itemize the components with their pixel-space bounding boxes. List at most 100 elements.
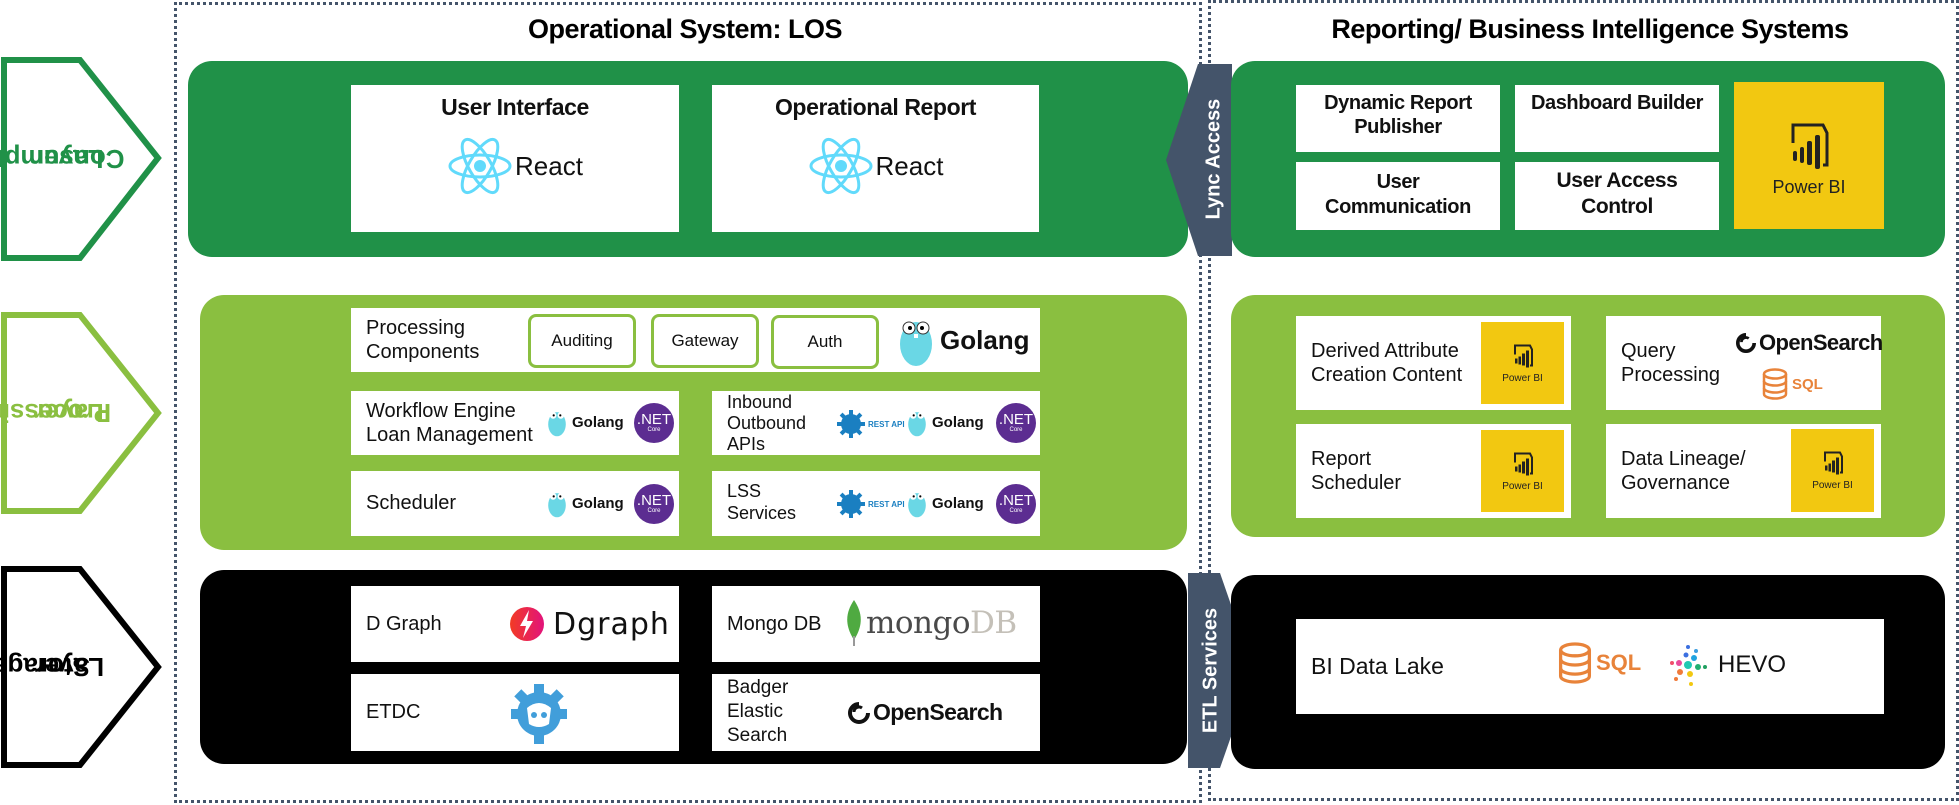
auditing-pill[interactable]: Auditing xyxy=(528,314,636,368)
powerbi-tile: Power BI xyxy=(1791,429,1874,512)
box-label-line: Scheduler xyxy=(1311,472,1402,494)
dotnet-label: .NET xyxy=(636,411,672,428)
mongodb-box[interactable]: Mongo DB mongoDB xyxy=(712,586,1040,662)
powerbi-tile[interactable]: Power BI xyxy=(1734,82,1884,229)
golang-logo: Golang xyxy=(906,403,984,441)
box-title-line: Communication xyxy=(1325,196,1471,218)
db-text: DB xyxy=(970,605,1017,641)
rest-api-logo: REST API xyxy=(836,409,905,439)
golang-label: Golang xyxy=(572,413,624,431)
golang-label: Golang xyxy=(572,494,624,512)
box-label-line: Workflow Engine xyxy=(366,400,516,422)
gear-icon xyxy=(837,490,865,518)
dotnet-core-logo: .NET Core xyxy=(634,484,674,524)
powerbi-tile: Power BI xyxy=(1481,430,1564,512)
box-title-line: Dashboard Builder xyxy=(1530,92,1704,114)
mongodb-logo: mongoDB xyxy=(844,600,1017,646)
box-title: User Interface xyxy=(441,94,589,120)
powerbi-icon xyxy=(1513,344,1533,367)
dgraph-box[interactable]: D Graph Dgraph xyxy=(351,586,679,662)
core-label: Core xyxy=(1009,427,1023,433)
powerbi-tile: Power BI xyxy=(1481,322,1564,404)
golang-logo: Golang xyxy=(896,312,1030,368)
gopher-icon xyxy=(908,412,926,437)
data-lineage-box[interactable]: Data Lineage/ Governance Power BI xyxy=(1606,424,1881,518)
box-title-line: User xyxy=(1376,171,1420,193)
badger-elastic-search-box[interactable]: Badger Elastic Search OpenSearch xyxy=(712,674,1040,751)
gopher-icon xyxy=(548,412,566,437)
dotnet-core-logo: .NET Core xyxy=(996,403,1036,443)
gear-icon xyxy=(837,410,865,438)
box-label-line: Scheduler xyxy=(366,492,457,514)
dgraph-icon xyxy=(510,607,544,641)
react-logo: React xyxy=(808,136,943,196)
dashboard-builder-box[interactable]: Dashboard Builder xyxy=(1515,85,1719,152)
box-label: ETDC xyxy=(366,701,421,723)
rest-api-label: REST API xyxy=(868,499,905,509)
dotnet-label: .NET xyxy=(998,492,1034,509)
lss-services-box[interactable]: LSS Services REST API Golang .NET Core xyxy=(712,471,1040,536)
opensearch-label: OpenSearch xyxy=(873,699,1003,725)
dotnet-core-logo: .NET Core xyxy=(996,484,1036,524)
dynamic-report-publisher-box[interactable]: Dynamic Report Publisher xyxy=(1296,85,1500,152)
powerbi-icon xyxy=(1791,123,1829,169)
mongodb-leaf-icon xyxy=(847,600,861,646)
core-label: Core xyxy=(647,427,661,433)
user-access-control-box[interactable]: User Access Control xyxy=(1515,162,1719,230)
operational-system-frame xyxy=(174,2,1202,803)
etdc-box[interactable]: ETDC xyxy=(351,674,679,751)
processing-layer-label: ProcessingLayer xyxy=(0,311,165,515)
box-label: BI Data Lake xyxy=(1311,653,1444,679)
box-label-line: Report xyxy=(1311,448,1372,470)
box-label-line: Query xyxy=(1621,340,1676,362)
query-processing-box[interactable]: Query Processing OpenSearch SQL xyxy=(1606,316,1883,410)
sql-logo: SQL xyxy=(1762,368,1823,400)
gateway-pill[interactable]: Gateway xyxy=(651,314,759,368)
dgraph-label: Dgraph xyxy=(553,606,670,642)
processing-components-box[interactable]: Processing Components Auditing Gateway A… xyxy=(351,308,1040,372)
box-label: Mongo DB xyxy=(727,613,822,635)
opensearch-logo: OpenSearch xyxy=(848,699,1003,726)
gopher-icon xyxy=(900,321,932,366)
box-title-line: Publisher xyxy=(1354,116,1442,138)
powerbi-label: Power BI xyxy=(1812,480,1853,491)
sql-label: SQL xyxy=(1792,375,1823,393)
box-label-line: Inbound xyxy=(727,392,793,412)
box-label-line: Creation Content xyxy=(1311,364,1463,386)
database-icon xyxy=(1762,368,1788,400)
box-label-line: Elastic xyxy=(727,701,783,722)
auth-pill[interactable]: Auth xyxy=(771,315,879,369)
golang-label: Golang xyxy=(932,494,984,512)
workflow-engine-box[interactable]: Workflow Engine Loan Management Golang .… xyxy=(351,391,679,455)
opensearch-icon xyxy=(1736,333,1756,353)
scheduler-box[interactable]: Scheduler Golang .NET Core xyxy=(351,471,679,536)
report-scheduler-box[interactable]: Report Scheduler Power BI xyxy=(1296,424,1571,518)
layer-suffix: Layer xyxy=(34,144,104,174)
reporting-system-title: Reporting/ Business Intelligence Systems xyxy=(1331,14,1849,44)
powerbi-icon xyxy=(1823,451,1843,475)
inbound-outbound-apis-box[interactable]: Inbound Outbound APIs REST API Golang .N… xyxy=(712,391,1040,455)
powerbi-label: Power BI xyxy=(1502,480,1543,492)
dgraph-logo: Dgraph xyxy=(507,602,670,646)
user-communication-box[interactable]: User Communication xyxy=(1296,162,1500,230)
box-label-line: Derived Attribute xyxy=(1311,340,1459,362)
golang-logo: Golang xyxy=(546,403,624,441)
opensearch-label: OpenSearch xyxy=(1759,330,1883,355)
powerbi-label: Power BI xyxy=(1772,177,1846,197)
user-interface-box[interactable]: User Interface React xyxy=(351,85,679,232)
hevo-dots-icon xyxy=(1670,645,1707,686)
right-arrow-shape xyxy=(1188,573,1254,768)
layer-suffix: Layer xyxy=(34,652,104,682)
operational-report-box[interactable]: Operational Report React xyxy=(712,85,1039,232)
powerbi-label: Power BI xyxy=(1502,372,1543,384)
derived-attribute-box[interactable]: Derived Attribute Creation Content Power… xyxy=(1296,316,1571,410)
golang-label: Golang xyxy=(932,413,984,431)
bi-data-lake-box[interactable]: BI Data Lake SQL HEVO xyxy=(1296,619,1884,714)
dotnet-core-logo: .NET Core xyxy=(634,403,674,443)
etcd-icon xyxy=(511,684,567,744)
dotnet-label: .NET xyxy=(636,492,672,509)
gopher-icon xyxy=(908,493,926,518)
dotnet-label: .NET xyxy=(998,411,1034,428)
box-label-line: Services xyxy=(727,503,797,523)
hevo-logo: HEVO xyxy=(1666,643,1786,687)
